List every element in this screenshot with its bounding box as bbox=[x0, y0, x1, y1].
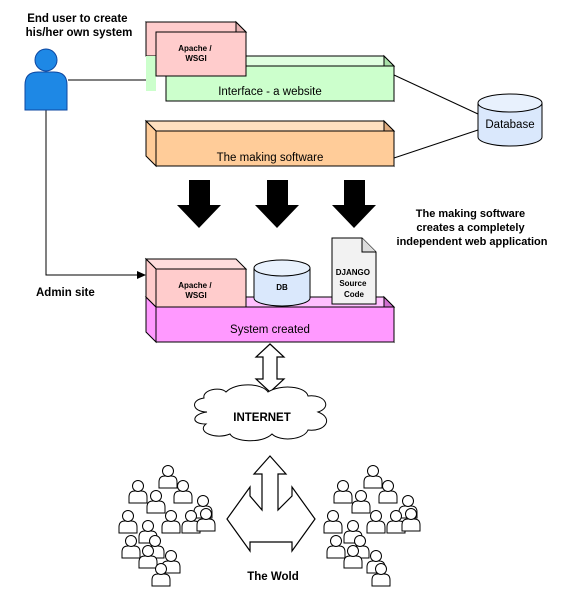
person-silhouette-icon bbox=[158, 465, 178, 489]
system-created-label: System created bbox=[230, 324, 310, 336]
person-silhouette-icon bbox=[161, 510, 181, 534]
making-software-block: The making software bbox=[144, 119, 396, 168]
person-silhouette-icon bbox=[128, 480, 148, 504]
person-silhouette-icon bbox=[323, 510, 343, 534]
person-silhouette-icon bbox=[173, 480, 193, 504]
db-label: DB bbox=[276, 283, 288, 292]
person-icon bbox=[24, 48, 68, 111]
database-label: Database bbox=[485, 119, 534, 131]
person-silhouette-icon bbox=[146, 490, 166, 514]
person-silhouette-icon bbox=[371, 563, 391, 587]
django-label: DJANGO Source Code bbox=[336, 268, 372, 299]
internet-label: INTERNET bbox=[233, 412, 291, 424]
person-silhouette-icon bbox=[366, 510, 386, 534]
person-silhouette-icon bbox=[326, 535, 346, 559]
person-silhouette-icon bbox=[121, 535, 141, 559]
down-arrow-icon bbox=[255, 180, 299, 228]
person-silhouette-icon bbox=[401, 508, 421, 532]
document-icon: DJANGO Source Code bbox=[331, 237, 377, 305]
connectors bbox=[45, 74, 479, 279]
software-to-database-line bbox=[393, 129, 479, 159]
person-silhouette-icon bbox=[386, 510, 406, 534]
making-software-note: The making software creates a completely… bbox=[397, 208, 548, 248]
making-software-label: The making software bbox=[217, 152, 324, 164]
system-created-block: System created Apache / WSGI DB DJANGO S… bbox=[144, 237, 396, 344]
person-silhouette-icon bbox=[343, 545, 363, 569]
person-silhouette-icon bbox=[118, 510, 138, 534]
interface-to-database-line bbox=[393, 74, 479, 115]
cloud-icon: INTERNET bbox=[194, 384, 328, 442]
down-arrows bbox=[177, 180, 376, 228]
down-arrow-icon bbox=[177, 180, 221, 228]
person-silhouette-icon bbox=[363, 465, 383, 489]
down-arrow-icon bbox=[332, 180, 376, 228]
up-down-arrow-icon bbox=[254, 343, 286, 393]
apache-label-bottom: Apache / WSGI bbox=[178, 281, 214, 300]
person-silhouette-icon bbox=[138, 545, 158, 569]
people-group-icon bbox=[118, 465, 216, 587]
person-silhouette-icon bbox=[378, 480, 398, 504]
person-silhouette-icon bbox=[333, 480, 353, 504]
apache-box-bottom bbox=[155, 268, 247, 308]
person-silhouette-icon bbox=[196, 508, 216, 532]
interface-label: Interface - a website bbox=[218, 86, 322, 98]
end-user-label: End user to create his/her own system bbox=[26, 13, 133, 39]
apache-front-top bbox=[155, 31, 247, 77]
end-user-group: End user to create his/her own system bbox=[24, 13, 133, 111]
admin-site-connector bbox=[45, 110, 138, 276]
person-silhouette-icon bbox=[151, 563, 171, 587]
database-cylinder-icon: Database bbox=[477, 93, 543, 147]
admin-site-label: Admin site bbox=[36, 287, 95, 299]
people-group-icon bbox=[323, 465, 421, 587]
interface-block: Apache / WSGI Interface - a website bbox=[144, 20, 396, 103]
person-silhouette-icon bbox=[351, 490, 371, 514]
apache-label-top: Apache / WSGI bbox=[178, 44, 214, 63]
world-label: The Wold bbox=[247, 571, 299, 583]
system-created-slab bbox=[155, 306, 395, 343]
db-cylinder-icon: DB bbox=[253, 259, 311, 307]
three-way-arrow-icon bbox=[226, 455, 316, 553]
admin-site-arrowhead bbox=[137, 271, 146, 279]
